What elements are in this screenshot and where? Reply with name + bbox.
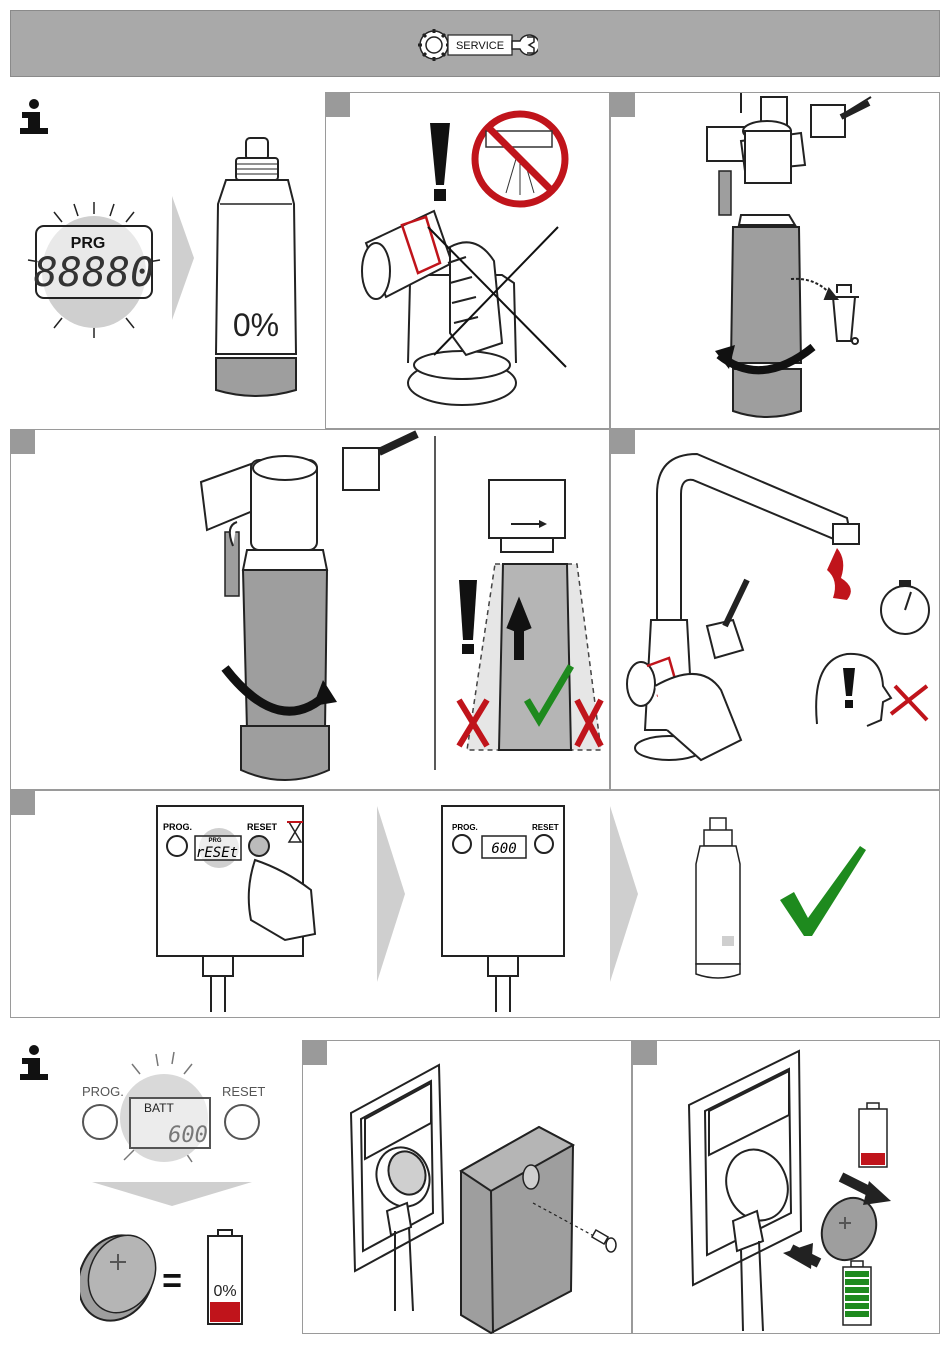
step-panel-flush (610, 429, 940, 790)
equals-sign: = (162, 1262, 182, 1300)
prog-button[interactable] (453, 835, 471, 853)
screw-icon (592, 1230, 616, 1252)
reset-label: RESET (247, 822, 278, 832)
head-warning-icon (816, 654, 927, 726)
battery-full-icon (843, 1261, 871, 1325)
exclamation-icon (430, 123, 450, 201)
flashing-display: PRG 88880 (24, 200, 164, 340)
prog-label: PROG. (452, 823, 478, 832)
display-text: rESEt (196, 845, 238, 861)
arrow-right-icon (610, 806, 638, 982)
arrow-right-icon (172, 196, 194, 320)
checkmark-icon (778, 844, 868, 938)
display-value: 600 (491, 841, 516, 857)
capacity-label: 0% (233, 307, 279, 343)
control-unit-600: PROG. RESET 600 (440, 800, 570, 1012)
prog-button[interactable] (83, 1105, 117, 1139)
battery-warning-display: PROG. RESET BATT 600 (72, 1050, 272, 1190)
service-label: SERVICE (456, 40, 504, 52)
reset-button[interactable] (249, 836, 269, 856)
reset-button[interactable] (535, 835, 553, 853)
wrench-icon (512, 35, 538, 55)
step-panel-warning (325, 92, 610, 429)
installed-cartridge (225, 550, 337, 780)
coin-battery-icon (80, 1228, 168, 1326)
alignment-diagram (459, 480, 601, 750)
battery-equation: = 0% (80, 1228, 280, 1326)
battery-level-label: 0% (213, 1283, 236, 1300)
step-marker (11, 791, 35, 815)
new-cartridge (690, 814, 750, 984)
reset-button[interactable] (225, 1105, 259, 1139)
step-panel-insert-cartridge (10, 429, 610, 790)
display-value: 600 (168, 1123, 208, 1148)
reset-label: RESET (222, 1084, 265, 1099)
service-badge: SERVICE (416, 27, 538, 63)
prog-label: PROG. (82, 1084, 124, 1099)
faucet-knob (362, 211, 516, 405)
info-icon (14, 98, 54, 138)
loose-cartridge (715, 215, 813, 417)
reset-label: RESET (532, 823, 559, 832)
step-panel-open-housing (302, 1040, 632, 1334)
no-spray-icon (475, 114, 565, 204)
arrow-down-icon (92, 1182, 252, 1206)
control-unit-reset: PROG. RESET PRG rESEt (155, 800, 335, 1012)
step-panel-replace-battery (632, 1040, 940, 1334)
display-prg: PRG (208, 838, 221, 844)
battery-empty-icon: 0% (208, 1230, 242, 1324)
prg-digits: 88880 (34, 250, 154, 296)
arrow-right-icon (377, 806, 405, 982)
batt-label: BATT (144, 1101, 174, 1115)
battery-low-icon (859, 1103, 887, 1167)
info-icon (14, 1044, 54, 1084)
prog-button[interactable] (167, 836, 187, 856)
stopwatch-icon (881, 580, 929, 634)
prog-label: PROG. (163, 822, 192, 832)
cover-plate (461, 1127, 573, 1333)
filter-cartridge: 0% (208, 134, 304, 404)
step-panel-remove-cartridge (610, 92, 940, 429)
gear-icon (418, 29, 450, 61)
